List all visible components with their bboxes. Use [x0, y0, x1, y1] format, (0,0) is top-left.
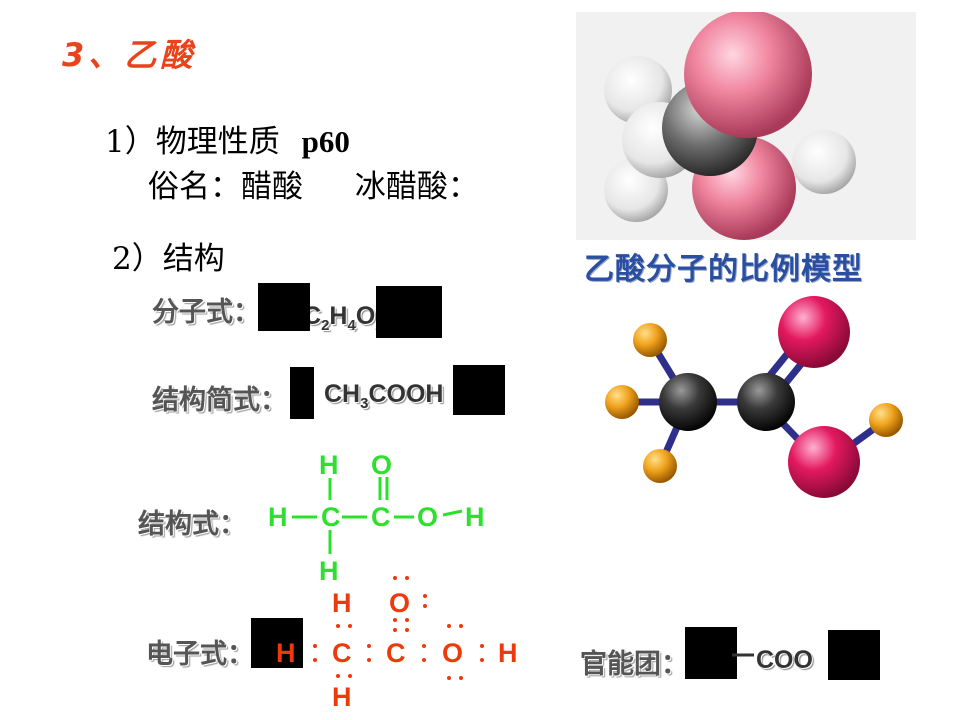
- atom-o: O: [389, 588, 411, 618]
- redaction-box: [258, 283, 310, 331]
- atom-c: C: [371, 502, 391, 532]
- bond-line: [732, 653, 754, 657]
- physical-properties-label: 1）物理性质: [105, 124, 280, 160]
- ball-and-stick-model: [605, 296, 903, 498]
- redaction-box: [453, 365, 505, 415]
- common-names-line: 俗名：醋酸 冰醋酸：: [148, 161, 479, 206]
- slide-title: 3、乙酸: [62, 36, 197, 74]
- atom-h: H: [332, 588, 352, 618]
- physical-properties-line: 1）物理性质 p60: [105, 116, 350, 161]
- common-name-vinegar-acid: 醋酸: [241, 169, 303, 205]
- space-filling-model: [604, 10, 856, 240]
- structure-heading: 2）结构: [112, 241, 225, 277]
- redaction-box: [251, 618, 303, 668]
- redaction-box: [828, 630, 880, 680]
- atom-o: O: [417, 502, 439, 532]
- atom-c: C: [386, 638, 406, 668]
- page-reference: p60: [301, 124, 350, 159]
- common-names-label: 俗名：: [148, 169, 241, 205]
- condensed-formula: CH3COOH: [324, 380, 444, 412]
- model-caption: 乙酸分子的比例模型: [584, 252, 863, 287]
- molecular-formula-label: 分子式：: [152, 297, 260, 328]
- functional-group-formula: COO: [756, 646, 813, 674]
- atom-h: H: [319, 450, 339, 480]
- common-name-glacial-acetic-acid: 冰醋酸：: [354, 169, 479, 205]
- redaction-box: [290, 367, 314, 419]
- electron-formula-label: 电子式：: [146, 639, 254, 670]
- atom-h: H: [332, 682, 352, 712]
- atom-h: H: [276, 638, 296, 668]
- atom-h: H: [268, 502, 288, 532]
- structural-formula-label: 结构式：: [138, 509, 246, 540]
- functional-group-label: 官能团：: [580, 649, 688, 680]
- atom-o: O: [442, 638, 464, 668]
- redaction-box: [376, 286, 442, 338]
- atom-c: C: [332, 638, 352, 668]
- redaction-box: [685, 627, 737, 679]
- atom-h: H: [465, 502, 485, 532]
- atom-o: O: [371, 450, 393, 480]
- atom-h: H: [319, 556, 339, 586]
- atom-c: C: [321, 502, 341, 532]
- condensed-formula-label: 结构简式：: [152, 385, 287, 416]
- space-filling-model-picture: [576, 10, 916, 240]
- atom-h: H: [498, 638, 518, 668]
